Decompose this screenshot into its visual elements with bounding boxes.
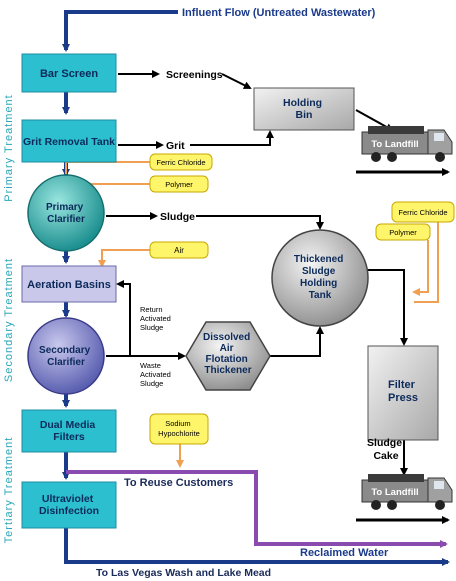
aeration-basins-label: Aeration Basins: [27, 279, 111, 291]
thickened-sludge-tank-shape: [271, 229, 369, 327]
reuse-customers-label: To Reuse Customers: [124, 477, 233, 489]
svg-text:Return Activated Sludg: Return Activated Sludge: [140, 305, 173, 332]
return-sludge-line-3: Sludge: [140, 323, 163, 332]
flow-screenings-to-bin: [221, 73, 252, 89]
daf-line-1: Dissolved: [203, 332, 250, 343]
grit-tank-box: [21, 119, 117, 163]
daf-line-2: Air: [220, 343, 234, 354]
return-sludge-line-1: Return: [140, 305, 163, 314]
sludge-cake-line-1: Sludge: [367, 437, 402, 449]
truck-lower-label: To Landfill: [371, 487, 418, 498]
chem-tag-ferric-primary: Ferric Chloride: [149, 153, 213, 171]
stage-label-primary: Primary Treatment: [3, 94, 15, 201]
flow-reclaimed-water: [66, 470, 448, 548]
thickened-line-3: Holding: [300, 278, 337, 289]
svg-text:Sodium Hypochlorite: Sodium Hypochlorite: [158, 419, 200, 438]
holding-bin-line-1: Holding: [283, 97, 322, 109]
chem-polymer-primary-text: Polymer: [165, 180, 193, 189]
influent-label: Influent Flow (Untreated Wastewater): [182, 7, 376, 19]
primary-clarifier-shape: [27, 174, 105, 252]
feed-ferric-press: [414, 222, 439, 303]
secondary-clarifier-line-1: Secondary: [39, 345, 91, 356]
filter-press-box: [367, 345, 439, 441]
svg-text:Dissolved Air Flotatio: Dissolved Air Flotation Thickener: [203, 332, 253, 376]
svg-text:Sludge Cake: Sludge Cake: [367, 437, 405, 462]
grit-label: Grit: [166, 140, 185, 152]
feed-polymer-press: [412, 240, 429, 296]
aeration-basins-box: [21, 265, 117, 303]
feed-air: [98, 249, 150, 268]
flow-return-sludge: [106, 280, 131, 357]
uv-line-2: Disinfection: [39, 505, 99, 517]
secondary-clarifier-line-2: Clarifier: [47, 357, 85, 368]
feed-ferric-primary: [65, 161, 150, 174]
svg-text:Filter Press: Filter Press: [388, 379, 418, 404]
bar-screen-label: Bar Screen: [40, 68, 98, 80]
chem-tag-ferric-press: Ferric Chloride: [391, 201, 455, 223]
sludge-label: Sludge: [160, 211, 195, 223]
uv-line-1: Ultraviolet: [42, 493, 94, 505]
truck-icon-lower: To Landfill: [361, 474, 453, 510]
waste-sludge-line-2: Activated: [140, 370, 171, 379]
truck-upper-label: To Landfill: [371, 139, 418, 150]
daf-line-3: Flotation: [206, 354, 248, 365]
svg-text:Thickened Sludge Holdi: Thickened Sludge Holding Tank: [294, 254, 346, 301]
stage-label-tertiary: Tertiary Treatment: [3, 437, 15, 544]
chem-polymer-press-text: Polymer: [389, 228, 417, 237]
chem-tag-sodium-hypochlorite: Sodium Hypochlorite: [149, 413, 209, 445]
primary-clarifier-line-2: Clarifier: [47, 214, 85, 225]
svg-text:Secondary Clarifier: Secondary Clarifier: [39, 345, 93, 368]
dual-media-filters-box: [21, 409, 117, 453]
return-sludge-line-2: Activated: [140, 314, 171, 323]
secondary-clarifier-shape: [27, 317, 105, 395]
flow-grit-to-bin: [190, 130, 274, 146]
filter-press-line-1: Filter: [388, 379, 416, 391]
flow-daf-to-thickener: [270, 326, 324, 357]
thickened-line-1: Thickened: [294, 254, 343, 265]
daf-thickener-shape: [185, 321, 271, 391]
waste-sludge-line-3: Sludge: [140, 379, 163, 388]
primary-clarifier-line-1: Primary: [46, 202, 84, 213]
stage-label-secondary: Secondary Treatment: [3, 258, 15, 382]
outfall-label: To Las Vegas Wash and Lake Mead: [96, 567, 271, 579]
filter-press-line-2: Press: [388, 392, 418, 404]
grit-tank-label: Grit Removal Tank: [23, 136, 115, 148]
flow-sludge-to-thickener: [196, 215, 324, 230]
chem-tag-air: Air: [149, 241, 209, 259]
daf-line-4: Thickener: [204, 365, 251, 376]
chem-sodium-line-1: Sodium: [165, 419, 190, 428]
chem-ferric-primary-text: Ferric Chloride: [156, 158, 205, 167]
chem-sodium-line-2: Hypochlorite: [158, 429, 200, 438]
reclaimed-water-label: Reclaimed Water: [300, 547, 389, 559]
svg-text:Holding Bin: Holding Bin: [283, 97, 325, 121]
truck-icon-upper: To Landfill: [361, 126, 453, 162]
thickened-line-2: Sludge: [302, 266, 336, 277]
svg-text:Waste Activated Sludge: Waste Activated Sludge: [140, 361, 173, 388]
holding-bin-box: [253, 87, 355, 131]
sludge-cake-line-2: Cake: [373, 450, 398, 462]
chem-tag-polymer-primary: Polymer: [149, 175, 209, 193]
flow-thickener-to-press: [362, 269, 408, 346]
dual-media-line-1: Dual Media: [40, 419, 96, 431]
thickened-line-4: Tank: [309, 290, 332, 301]
holding-bin-line-2: Bin: [296, 109, 313, 121]
chem-tag-polymer-press: Polymer: [375, 223, 431, 241]
dual-media-line-2: Filters: [53, 431, 85, 443]
waste-sludge-line-1: Waste: [140, 361, 161, 370]
svg-text:Primary Clarifier: Primary Clarifier: [46, 202, 86, 225]
svg-text:Dual Media Filters: Dual Media Filters: [40, 419, 98, 443]
chem-air-text: Air: [174, 246, 184, 255]
uv-disinfection-box: [21, 481, 117, 529]
flow-influent: [62, 10, 178, 52]
flow-outfall: [64, 528, 450, 566]
screenings-label: Screenings: [166, 69, 223, 81]
svg-text:Ultraviolet Disinfection: Ultraviolet Disinfection: [39, 493, 99, 517]
bar-screen-box: [21, 53, 117, 93]
chem-ferric-press-text: Ferric Chloride: [398, 208, 447, 217]
